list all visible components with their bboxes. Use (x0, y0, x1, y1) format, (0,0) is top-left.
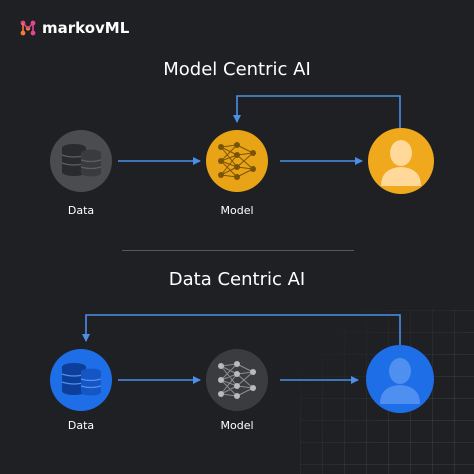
top-section-title: Model Centric AI (163, 59, 311, 80)
database-icon (61, 363, 102, 396)
markovml-logo-icon (20, 20, 36, 36)
top-feedback-loop-arrow (233, 95, 401, 128)
user-icon (380, 358, 420, 404)
top-data-node (50, 130, 112, 192)
bottom-feedback-loop-arrow (82, 314, 401, 346)
bottom-section-title: Data Centric AI (168, 269, 306, 290)
brand-name: markovML (42, 19, 130, 37)
top-model-node (206, 130, 268, 192)
top-data-label: Data (67, 204, 95, 217)
neural-network-icon (218, 142, 256, 180)
top-model-label: Model (220, 204, 254, 217)
bottom-model-label: Model (220, 419, 254, 432)
user-icon (381, 140, 421, 186)
bottom-data-node (50, 349, 112, 411)
bottom-user-node (366, 345, 434, 413)
bottom-data-label: Data (67, 419, 95, 432)
database-icon (61, 144, 102, 177)
top-user-node (368, 128, 434, 194)
bottom-model-node (206, 349, 268, 411)
brand-logo: markovML (20, 19, 129, 37)
section-divider (122, 250, 354, 251)
neural-network-icon (218, 361, 256, 399)
